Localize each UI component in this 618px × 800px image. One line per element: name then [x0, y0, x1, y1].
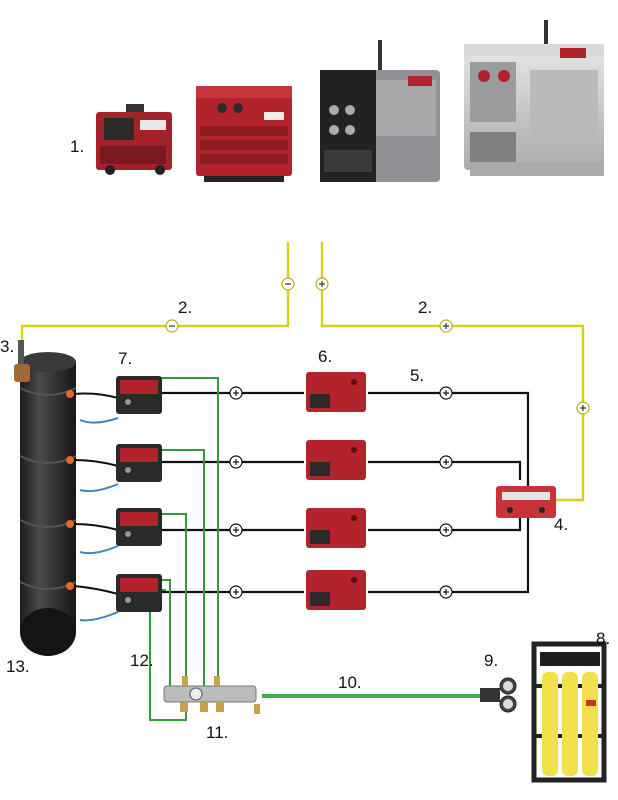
gas-manifold [163, 676, 260, 714]
wire-feeder-1 [116, 376, 162, 414]
cable-row-3b [368, 518, 522, 532]
torch-leads [73, 392, 119, 622]
label-2-right: 2. [418, 298, 432, 317]
label-2-left: 2. [178, 298, 192, 317]
gas-hose-2 [160, 449, 205, 700]
circle-minus-icon [165, 319, 179, 333]
work-clamp [14, 340, 30, 382]
circle-plus-icon [576, 401, 590, 415]
cable-row-2b [368, 460, 522, 480]
engine-drive-welder-steel [464, 20, 604, 176]
power-sources-row [96, 20, 604, 182]
gas-hoses [149, 377, 219, 721]
welder-cabinet-machine [196, 86, 292, 182]
circle-plus-icon [439, 386, 453, 400]
electrode-cables [162, 391, 530, 594]
label-12: 12. [130, 651, 154, 670]
wire-feeder-3 [116, 508, 162, 546]
wire-feeder-4 [116, 574, 162, 612]
positive-lead-cable [320, 242, 585, 502]
circle-plus-icon [439, 455, 453, 469]
label-13: 13. [6, 657, 30, 676]
inverter-3 [306, 508, 366, 548]
negative-lead-cable [20, 242, 290, 352]
cable-row-1b [368, 391, 530, 488]
inverter-1 [306, 372, 366, 412]
gas-hose-3 [160, 513, 187, 700]
label-6: 6. [318, 347, 332, 366]
pipe-workpiece [19, 352, 77, 656]
distribution-box [496, 486, 556, 518]
circle-minus-icon [281, 277, 295, 291]
label-1: 1. [70, 137, 84, 156]
wire-feeder-2 [116, 444, 162, 482]
label-10: 10. [338, 673, 362, 692]
label-7: 7. [118, 349, 132, 368]
circle-plus-icon [229, 386, 243, 400]
gas-cylinder-rack [531, 641, 607, 783]
label-11: 11. [206, 723, 228, 742]
circle-plus-icon [315, 277, 329, 291]
circle-plus-icon [229, 523, 243, 537]
circle-plus-icon [439, 585, 453, 599]
circle-plus-icon [229, 585, 243, 599]
welder-small-machine [96, 104, 172, 175]
label-4: 4. [554, 515, 568, 534]
label-9: 9. [484, 651, 498, 670]
circle-plus-icon [229, 455, 243, 469]
gas-hose-1 [160, 377, 219, 700]
cable-row-4b [368, 518, 530, 594]
engine-drive-welder-dark [320, 40, 440, 182]
gas-hose-4 [160, 579, 171, 690]
circle-plus-icon [439, 523, 453, 537]
inverter-2 [306, 440, 366, 480]
label-8: 8. [596, 629, 610, 648]
label-3: 3. [0, 337, 14, 356]
inverter-4 [306, 570, 366, 610]
label-5: 5. [410, 366, 424, 385]
inverter-sources [306, 372, 366, 610]
gas-regulator [480, 677, 517, 713]
wire-feeders [116, 376, 162, 612]
connectors [165, 277, 590, 599]
circle-plus-icon [439, 319, 453, 333]
